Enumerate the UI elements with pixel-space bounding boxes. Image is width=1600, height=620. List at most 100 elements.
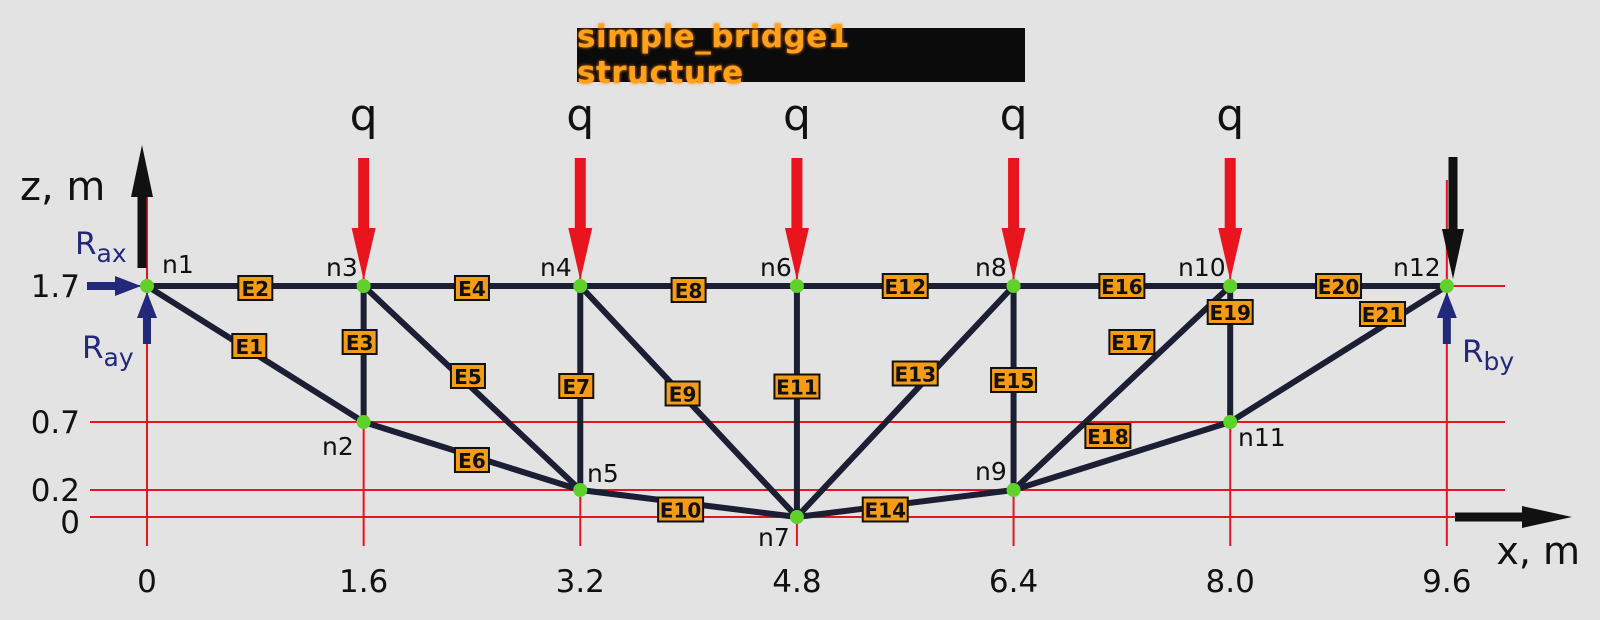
element-label-text: E3	[346, 331, 374, 355]
node-n6	[789, 279, 804, 293]
x-tick-label: 6.4	[989, 564, 1038, 600]
element-label-e13: E13	[891, 360, 939, 387]
element-label-e15: E15	[990, 367, 1038, 393]
node-n5	[573, 483, 588, 497]
x-tick-label: 4.8	[772, 564, 821, 600]
element-label-text: E20	[1318, 275, 1360, 299]
element-label-e7: E7	[558, 373, 595, 399]
element-label-text: E11	[776, 376, 818, 400]
reaction-arrow-icon	[1436, 292, 1457, 344]
element-label-box	[341, 329, 378, 355]
element-label-e19: E19	[1206, 299, 1254, 325]
element-label-e14: E14	[861, 496, 909, 523]
element-label-box	[1108, 329, 1156, 355]
element-label-text: E9	[669, 383, 697, 407]
element-label-text: E18	[1087, 425, 1129, 449]
element-label-e5: E5	[449, 363, 486, 389]
element-label-e8: E8	[670, 277, 707, 303]
element-label-e20: E20	[1315, 273, 1363, 299]
z-tick-label: 0.7	[31, 405, 80, 441]
element-label-text: E7	[562, 375, 590, 399]
diagram-title: simple_bridge1 structure	[577, 19, 850, 91]
element-label-box	[453, 275, 490, 301]
element-label-text: E2	[242, 277, 270, 301]
node-label: n1	[162, 250, 194, 279]
title-banner: simple_bridge1 structure	[577, 19, 1025, 91]
truss-member-e17	[1010, 283, 1234, 493]
element-label-text: E12	[884, 275, 926, 299]
element-label-box	[558, 373, 595, 399]
element-label-e11: E11	[773, 373, 821, 400]
reaction-arrow-icon	[137, 292, 157, 344]
element-label-box	[231, 333, 268, 359]
z-axis-arrow-icon	[131, 145, 153, 268]
node-label: n7	[758, 523, 790, 552]
element-label-box	[664, 380, 701, 407]
reaction-arrow-icon	[87, 276, 141, 296]
element-label-box	[237, 275, 274, 301]
load-arrow-icon	[568, 158, 593, 280]
element-label-box	[449, 363, 486, 389]
element-label-e1: E1	[231, 333, 268, 359]
reaction-label: Rby	[1462, 334, 1514, 376]
z-tick-label: 0.2	[31, 473, 80, 509]
node-label: n3	[326, 253, 358, 282]
load-arrow-icon	[784, 158, 809, 280]
element-label-box	[990, 367, 1038, 393]
node-label: n2	[322, 432, 354, 461]
element-label-box	[670, 277, 707, 303]
x-axis-label: x, m	[1496, 529, 1580, 573]
right-support-arrow-icon	[1442, 157, 1464, 279]
element-label-e6: E6	[453, 447, 490, 473]
element-label-box	[861, 496, 909, 523]
node-label: n4	[540, 253, 572, 282]
element-label-box	[1084, 423, 1132, 449]
reaction-label: Ray	[82, 330, 134, 372]
x-tick-label: 3.2	[556, 564, 605, 600]
element-label-text: E16	[1101, 275, 1143, 299]
node-n4	[573, 279, 588, 293]
load-label-q: q	[350, 90, 378, 141]
node-n10	[1223, 279, 1238, 293]
reaction-label-sub: ax	[97, 239, 127, 268]
load-label-q: q	[783, 90, 811, 141]
load-arrow-icon	[351, 158, 376, 280]
element-label-text: E15	[993, 369, 1035, 393]
reaction-label-sub: by	[1484, 347, 1515, 376]
load-label-q: q	[1216, 90, 1244, 141]
element-label-box	[1359, 301, 1407, 327]
reaction-label: Rax	[75, 226, 127, 268]
z-tick-label: 1.7	[31, 269, 80, 305]
element-label-e2: E2	[237, 275, 274, 301]
z-axis-label: z, m	[20, 164, 105, 210]
load-arrow-icon	[1001, 158, 1026, 280]
x-axis-arrow-icon	[1455, 506, 1572, 528]
element-label-text: E21	[1362, 303, 1404, 327]
element-label-box	[657, 496, 705, 523]
node-label: n8	[975, 253, 1007, 282]
element-label-box	[891, 360, 939, 387]
element-label-e12: E12	[881, 273, 929, 299]
x-tick-label: 0	[137, 564, 157, 600]
load-label-q: q	[1000, 90, 1028, 141]
element-label-text: E5	[454, 365, 482, 389]
element-label-text: E8	[675, 279, 703, 303]
truss-nodes	[140, 279, 1454, 524]
node-n3	[356, 279, 371, 293]
element-label-box	[881, 273, 929, 299]
node-label: n10	[1178, 253, 1226, 282]
element-label-text: E10	[660, 499, 702, 523]
reaction-label-main: R	[75, 226, 97, 262]
element-label-e18: E18	[1084, 423, 1132, 449]
node-n7	[789, 510, 804, 524]
truss-members	[144, 283, 1450, 520]
element-label-text: E14	[864, 499, 906, 523]
node-n12	[1439, 279, 1454, 293]
x-tick-label: 8.0	[1206, 564, 1255, 600]
node-label: n9	[975, 457, 1007, 486]
truss-member-e21	[1227, 283, 1450, 425]
